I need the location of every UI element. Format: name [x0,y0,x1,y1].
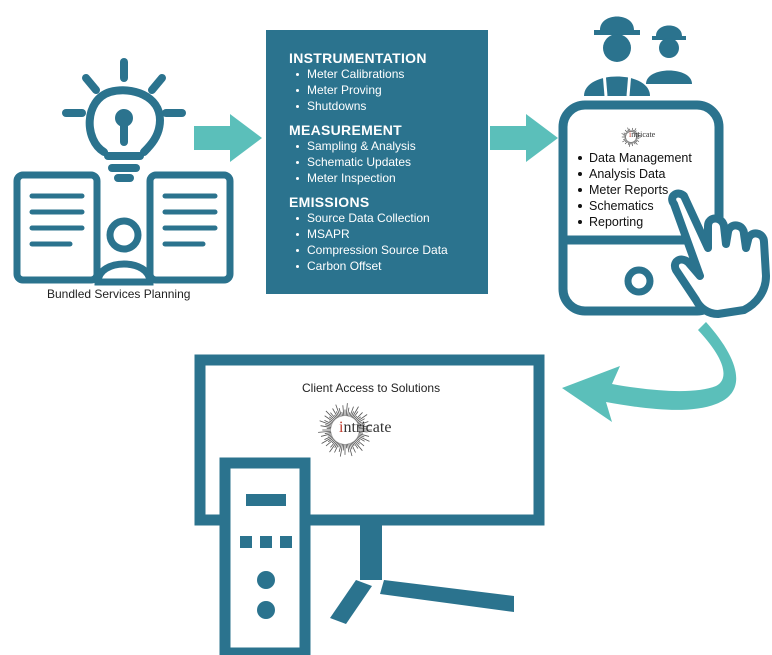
section-title: INSTRUMENTATION [289,50,427,66]
list-item: Shutdowns [296,98,404,114]
logo-rest: ntricate [343,419,392,436]
list-item: Schematic Updates [296,154,416,170]
list-item: Source Data Collection [296,210,448,226]
phone-feature-list: Data Management Analysis Data Meter Repo… [577,150,692,230]
list-item: Analysis Data [577,166,692,182]
list-item: Meter Reports [577,182,692,198]
intricate-logo-large-text: intricate [339,419,391,437]
list-item: Sampling & Analysis [296,138,416,154]
list-item: Meter Proving [296,82,404,98]
list-item: Meter Calibrations [296,66,404,82]
list-item: Carbon Offset [296,258,448,274]
section-list: Sampling & Analysis Schematic Updates Me… [296,138,416,186]
planning-caption: Bundled Services Planning [47,287,191,301]
intricate-logo-small-text: intricate [629,130,655,139]
section-title: EMISSIONS [289,194,370,210]
list-item: MSAPR [296,226,448,242]
list-item: Compression Source Data [296,242,448,258]
list-item: Data Management [577,150,692,166]
section-title: MEASUREMENT [289,122,402,138]
section-list: Source Data Collection MSAPR Compression… [296,210,448,274]
list-item: Reporting [577,214,692,230]
services-panel: INSTRUMENTATION Meter Calibrations Meter… [266,30,488,294]
section-list: Meter Calibrations Meter Proving Shutdow… [296,66,404,114]
list-item: Schematics [577,198,692,214]
logo-rest: ntricate [631,130,656,139]
logo-initial: i [339,419,344,436]
list-item: Meter Inspection [296,170,416,186]
logo-initial: i [629,130,632,139]
client-caption: Client Access to Solutions [302,381,441,395]
